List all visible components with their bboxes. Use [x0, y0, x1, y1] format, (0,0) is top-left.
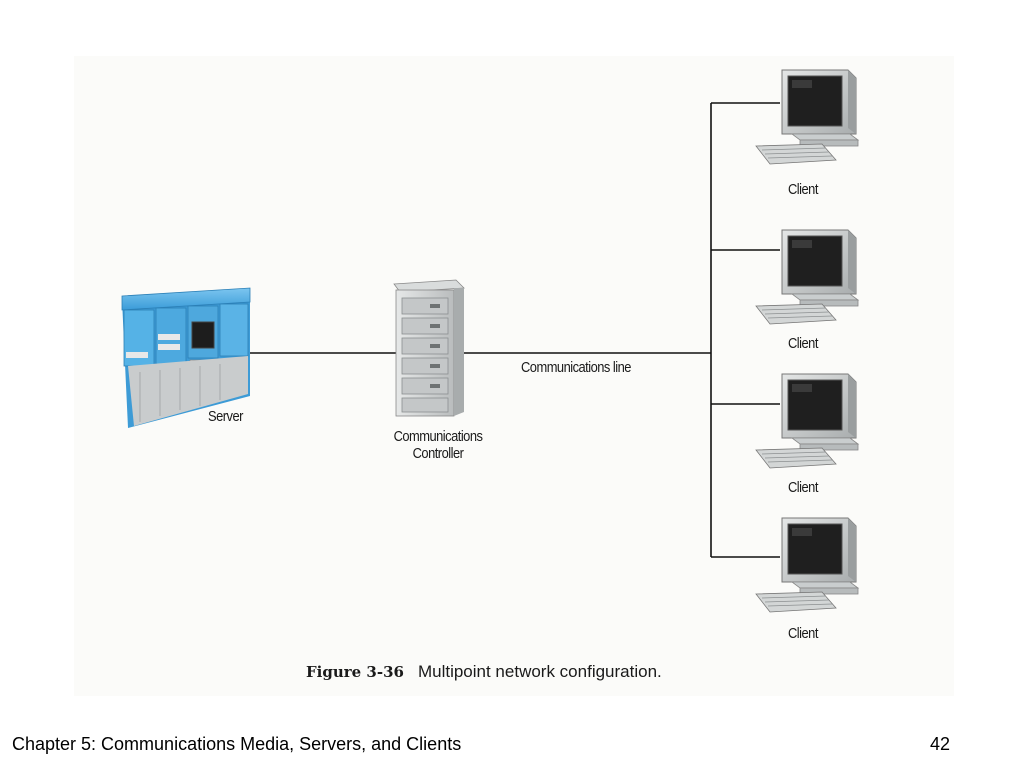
connection-lines — [248, 102, 780, 558]
figure-caption: Figure 3-36 Multipoint network configurat… — [306, 662, 662, 682]
controller-label-line2: Controller — [412, 445, 464, 462]
client-3-label: Client — [788, 479, 818, 496]
server-icon — [121, 287, 251, 428]
client-2-label: Client — [788, 335, 818, 352]
figure-caption-text: Multipoint network configuration. — [417, 662, 662, 681]
communications-controller-icon — [393, 279, 465, 417]
client-3-icon — [755, 373, 859, 469]
figure-number: Figure 3-36 — [306, 663, 404, 681]
footer-page-number: 42 — [930, 734, 951, 754]
footer-chapter: Chapter 5: Communications Media, Servers… — [12, 734, 462, 754]
controller-label: Communications Controller — [383, 428, 493, 462]
client-2-icon — [755, 229, 859, 325]
server-label: Server — [208, 408, 243, 425]
controller-label-line1: Communications — [393, 428, 483, 445]
communications-line-label: Communications line — [521, 359, 631, 376]
client-4-label: Client — [788, 625, 818, 642]
client-1-icon — [755, 69, 859, 165]
client-4-icon — [755, 517, 859, 613]
client-1-label: Client — [788, 181, 818, 198]
